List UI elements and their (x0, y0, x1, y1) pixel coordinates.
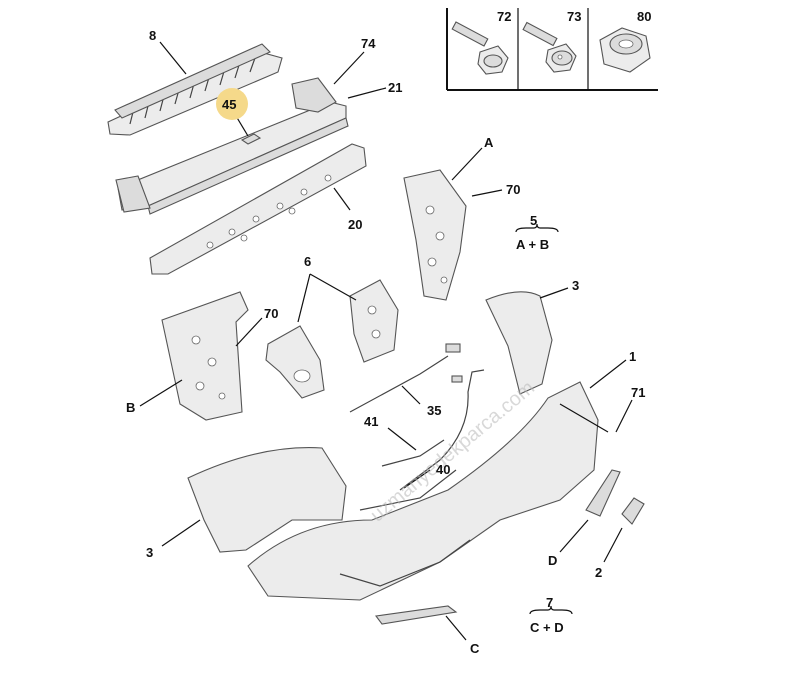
brace-5-icon (515, 223, 559, 233)
callout-45: 45 (222, 97, 236, 112)
bolt-72-icon (451, 21, 509, 75)
bracket-6-left-part (265, 325, 325, 399)
trim-c-part (375, 605, 458, 625)
callout-71: 71 (631, 385, 645, 400)
bumper-cover-part (247, 381, 599, 601)
callout-73: 73 (567, 9, 581, 24)
bracket-6-right-part (349, 279, 399, 363)
wiring-harness-40 (399, 369, 485, 491)
energy-absorber-part (107, 43, 283, 136)
wiring-harness-35 (349, 343, 461, 413)
callout-6: 6 (304, 254, 311, 269)
callout-1: 1 (629, 349, 636, 364)
callout-40: 40 (436, 462, 450, 477)
callout-3-lower: 3 (146, 545, 153, 560)
callout-35: 35 (427, 403, 441, 418)
leader-lines (139, 41, 633, 641)
reflector-2-part (621, 497, 645, 525)
callout-a: A (484, 135, 494, 150)
hardware-inset: 72 73 80 (446, 8, 658, 91)
callout-70-lower: 70 (264, 306, 278, 321)
callout-b: B (126, 400, 135, 415)
callout-c: C (470, 641, 480, 656)
trim-d-part (585, 469, 621, 517)
callout-80: 80 (637, 9, 651, 24)
bumper-beam-part (115, 77, 349, 215)
corner-panel-lower-part (187, 447, 347, 553)
bracket-a-part (403, 169, 467, 301)
clip-45-part (240, 133, 262, 145)
callout-45-highlight (216, 88, 248, 120)
callout-2: 2 (595, 565, 602, 580)
callout-8: 8 (149, 28, 156, 43)
nut-80-icon (599, 27, 651, 73)
bolt-73-icon (522, 21, 577, 73)
callout-3-upper: 3 (572, 278, 579, 293)
callout-5-group: A + B (516, 237, 549, 252)
brace-7-icon (529, 605, 573, 615)
callout-5: 5 (530, 213, 537, 228)
wiring-harness-41 (381, 439, 445, 467)
callout-72: 72 (497, 9, 511, 24)
lower-absorber-part (149, 143, 367, 275)
callout-21: 21 (388, 80, 402, 95)
callout-74: 74 (361, 36, 376, 51)
callout-41: 41 (364, 414, 378, 429)
callout-20: 20 (348, 217, 362, 232)
corner-panel-upper-part (485, 291, 553, 395)
callout-d: D (548, 553, 557, 568)
callout-labels: 8 74 21 45 20 A 70 5 A + B 6 70 B 3 1 71… (126, 28, 645, 656)
callout-70-upper: 70 (506, 182, 520, 197)
callout-7: 7 (546, 595, 553, 610)
bracket-b-part (161, 291, 249, 421)
callout-7-group: C + D (530, 620, 564, 635)
